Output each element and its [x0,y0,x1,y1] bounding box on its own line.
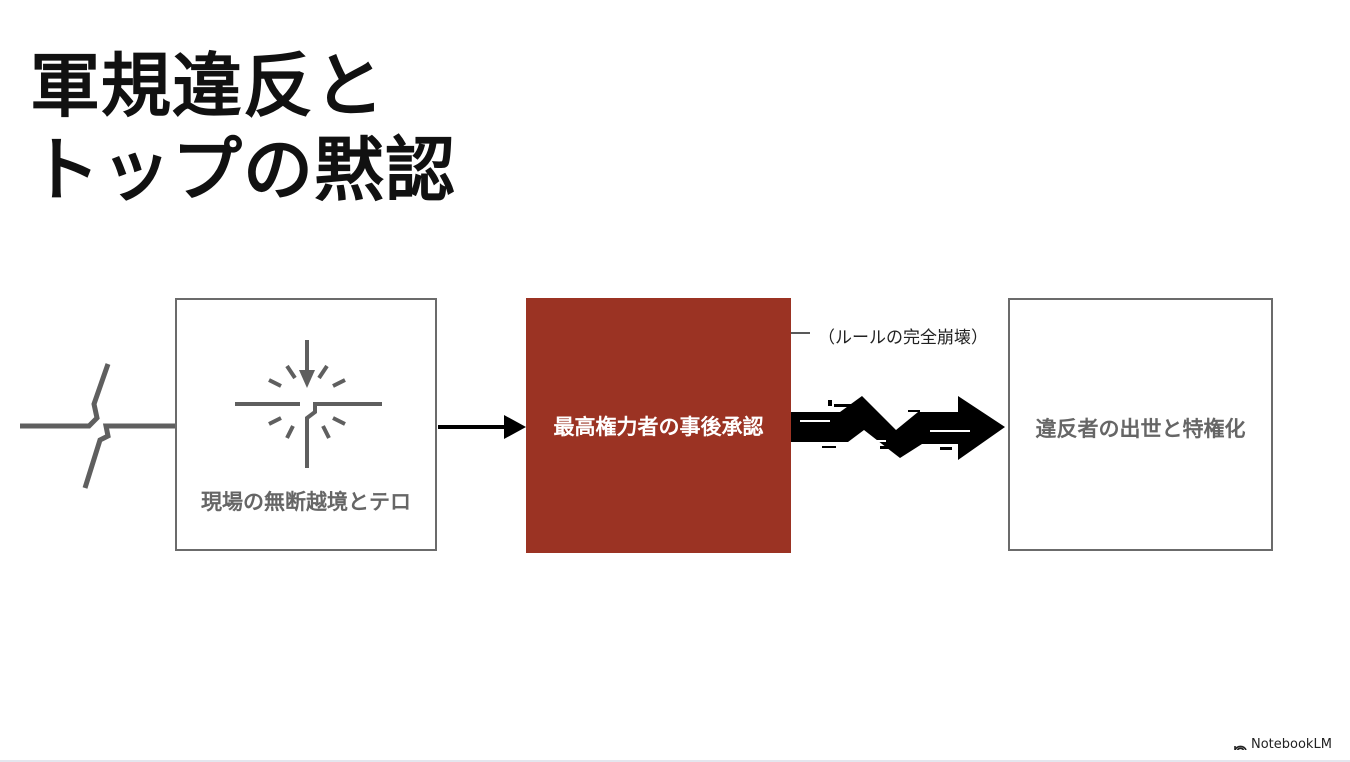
arrowhead-icon [504,415,526,439]
bottom-divider [0,760,1350,762]
broken-line-icon [20,363,175,489]
step-box-promotion: 違反者の出世と特権化 [1008,298,1273,551]
glitch-zigzag-arrow-icon [790,396,1005,460]
step-box-field-violation: 現場の無断越境とテロ [175,298,437,551]
annotation-text: （ルールの完全崩壊） [818,328,988,348]
impact-crack-icon [235,340,382,468]
step-label: 現場の無断越境とテロ [201,490,411,514]
slide-title: 軍規違反と トップの黙認 [30,44,456,212]
step-label: 違反者の出世と特権化 [1035,417,1246,441]
title-line-1: 軍規違反と [30,45,385,127]
title-line-2: トップの黙認 [30,129,456,211]
step-box-approval: 最高権力者の事後承認 [526,298,791,553]
brand-label: NotebookLM [1251,737,1332,752]
notebooklm-branding: NotebookLM [1234,737,1332,752]
notebooklm-logo-icon [1234,745,1247,750]
step-label: 最高権力者の事後承認 [553,415,764,439]
